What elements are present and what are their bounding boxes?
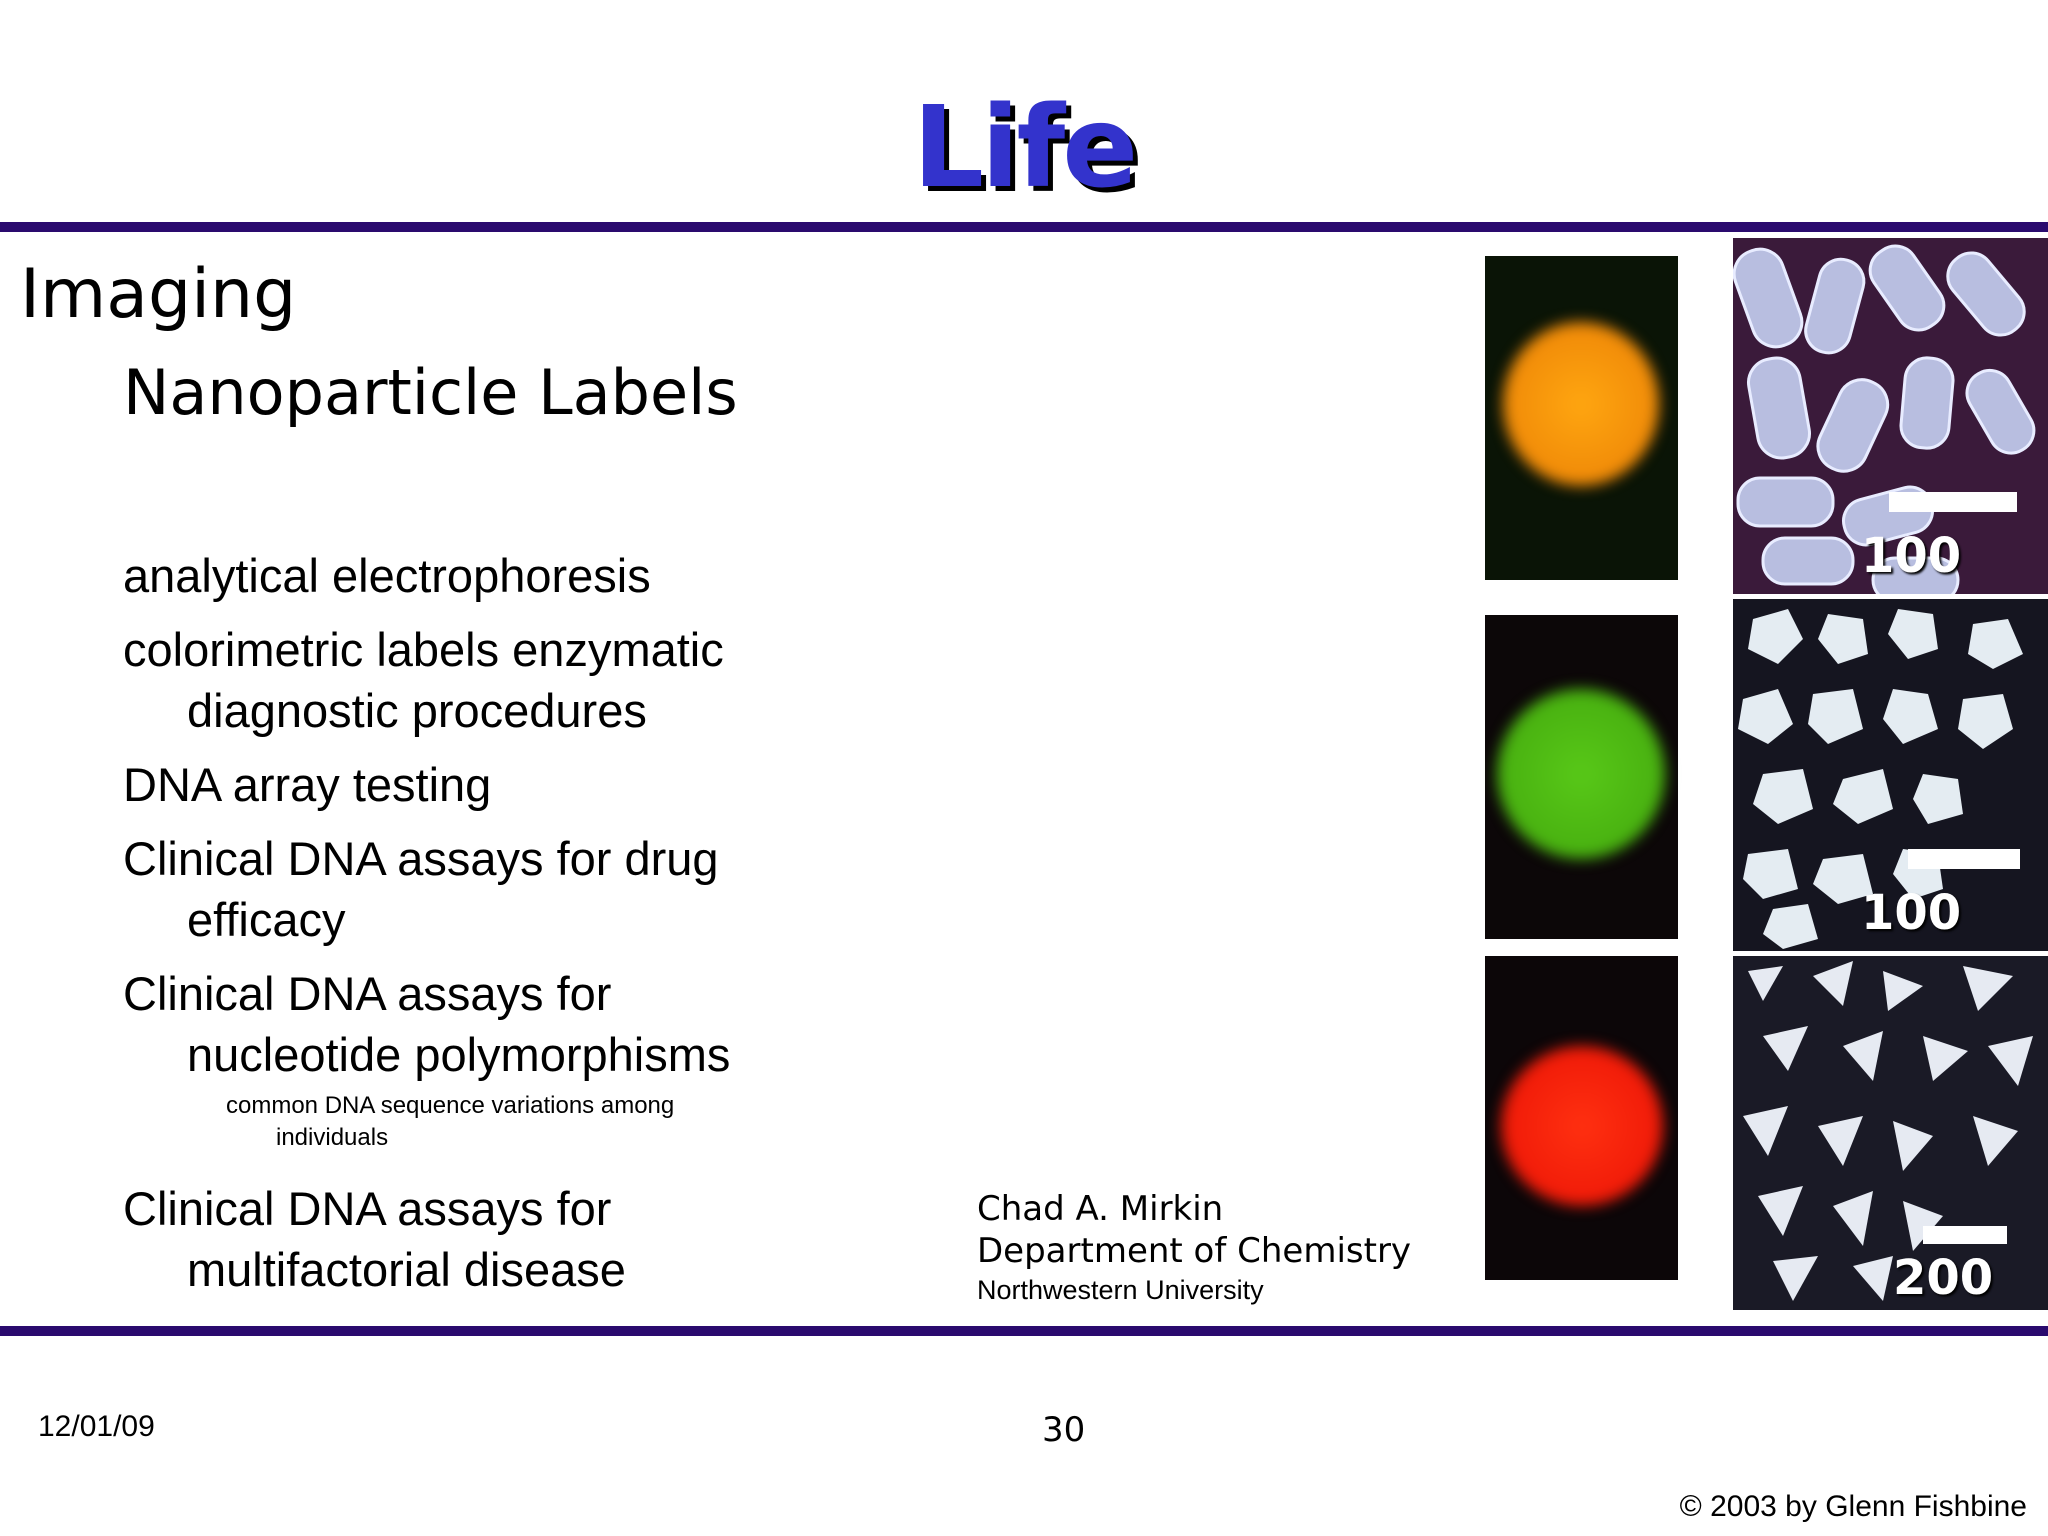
nanoprism-shapes: [1738, 609, 2023, 949]
green-particle-panel: [1485, 615, 1678, 939]
green-particle-image: [1497, 689, 1665, 859]
nanoprism-micrograph: 100 nm: [1733, 599, 2048, 951]
list-item: Clinical DNA assays for nucleotide polym…: [123, 967, 731, 1081]
nanorod-micrograph: 100 nm: [1733, 238, 2048, 594]
slide-title: Life: [912, 83, 1138, 213]
scale-label: 100 nm: [1861, 885, 1962, 951]
bottom-divider: [0, 1326, 2048, 1336]
scale-label: 100 nm: [1861, 528, 1962, 594]
credit-university: Northwestern University: [977, 1275, 1264, 1305]
footer-date: 12/01/09: [38, 1410, 155, 1443]
credit-department: Department of Chemistry: [977, 1231, 1412, 1271]
subheading: Nanoparticle Labels: [123, 356, 738, 429]
scale-bar: [1908, 849, 2020, 869]
scale-bar: [1923, 1226, 2007, 1244]
credit-block: Chad A. Mirkin Department of Chemistry N…: [977, 1188, 1411, 1308]
copyright: © 2003 by Glenn Fishbine: [1679, 1490, 2027, 1523]
nanorod-shapes: [1733, 244, 2036, 594]
list-note: common DNA sequence variations among ind…: [226, 1092, 675, 1151]
bullet-list: analytical electrophoresis colorimetric …: [123, 545, 923, 1313]
list-item: colorimetric labels enzymatic diagnostic…: [123, 623, 724, 737]
orange-particle-panel: [1485, 256, 1678, 580]
orange-particle-image: [1503, 322, 1659, 486]
triangle-shapes: [1743, 961, 2033, 1301]
list-item: Clinical DNA assays for multifactorial d…: [123, 1182, 626, 1296]
list-item: Clinical DNA assays for drug efficacy: [123, 832, 719, 946]
scale-bar: [1889, 492, 2017, 512]
list-item: DNA array testing: [123, 758, 492, 811]
triangle-micrograph: 200 nm: [1733, 956, 2048, 1310]
top-divider: [0, 222, 2048, 232]
page-number: 30: [1042, 1410, 1086, 1450]
list-item: analytical electrophoresis: [123, 549, 651, 602]
heading: Imaging: [20, 255, 297, 334]
red-particle-panel: [1485, 956, 1678, 1280]
credit-name: Chad A. Mirkin: [977, 1189, 1224, 1229]
red-particle-image: [1501, 1046, 1663, 1206]
scale-label: 200 nm: [1893, 1250, 1994, 1310]
